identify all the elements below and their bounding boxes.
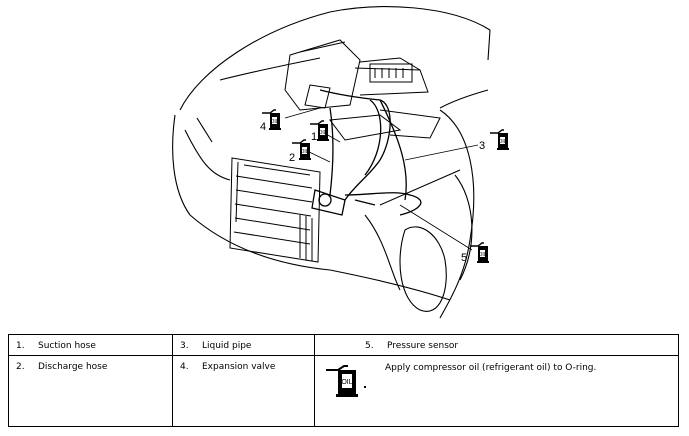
oil-can-icon <box>469 242 490 264</box>
oil-can-icon: OIL <box>326 365 366 397</box>
callout-4: 4 <box>260 121 266 133</box>
legend-item-1: 1. Suction hose <box>8 334 173 356</box>
legend-number: 5. <box>365 341 374 351</box>
legend-number: 3. <box>180 341 189 351</box>
legend-label: Pressure sensor <box>387 341 459 351</box>
vehicle-ac-diagram: OIL <box>172 6 510 319</box>
svg-text:OIL: OIL <box>341 379 352 386</box>
legend-item-5: 5. Pressure sensor <box>314 334 679 356</box>
diagram-svg: OIL <box>172 6 510 319</box>
legend-oil-note: OIL Apply compressor oil (refrigerant oi… <box>314 355 679 427</box>
callout-5: 5 <box>461 252 467 264</box>
legend-table: 1. Suction hose 3. Liquid pipe 5. Pressure … <box>8 334 679 427</box>
legend-number: 4. <box>180 362 189 372</box>
callout-2: 2 <box>289 152 295 164</box>
car-body <box>172 6 491 319</box>
condenser <box>229 157 321 263</box>
oil-note-text: Apply compressor oil (refrigerant oil) t… <box>385 363 597 373</box>
legend-number: 2. <box>16 362 25 372</box>
legend-label: Liquid pipe <box>202 341 252 351</box>
heater-unit <box>284 39 441 141</box>
refrigerant-pipes <box>311 89 422 216</box>
callout-3: 3 <box>479 140 485 152</box>
legend-label: Suction hose <box>38 341 96 351</box>
oil-can-icon <box>489 129 510 151</box>
legend-label: Expansion valve <box>202 362 276 372</box>
legend-item-2: 2. Discharge hose <box>8 355 173 427</box>
callout-1: 1 <box>311 131 317 143</box>
legend-label: Discharge hose <box>38 362 108 372</box>
leader-lines <box>284 107 479 251</box>
legend-item-3: 3. Liquid pipe <box>172 334 315 356</box>
legend-number: 1. <box>16 341 25 351</box>
legend-item-4: 4. Expansion valve <box>172 355 315 427</box>
